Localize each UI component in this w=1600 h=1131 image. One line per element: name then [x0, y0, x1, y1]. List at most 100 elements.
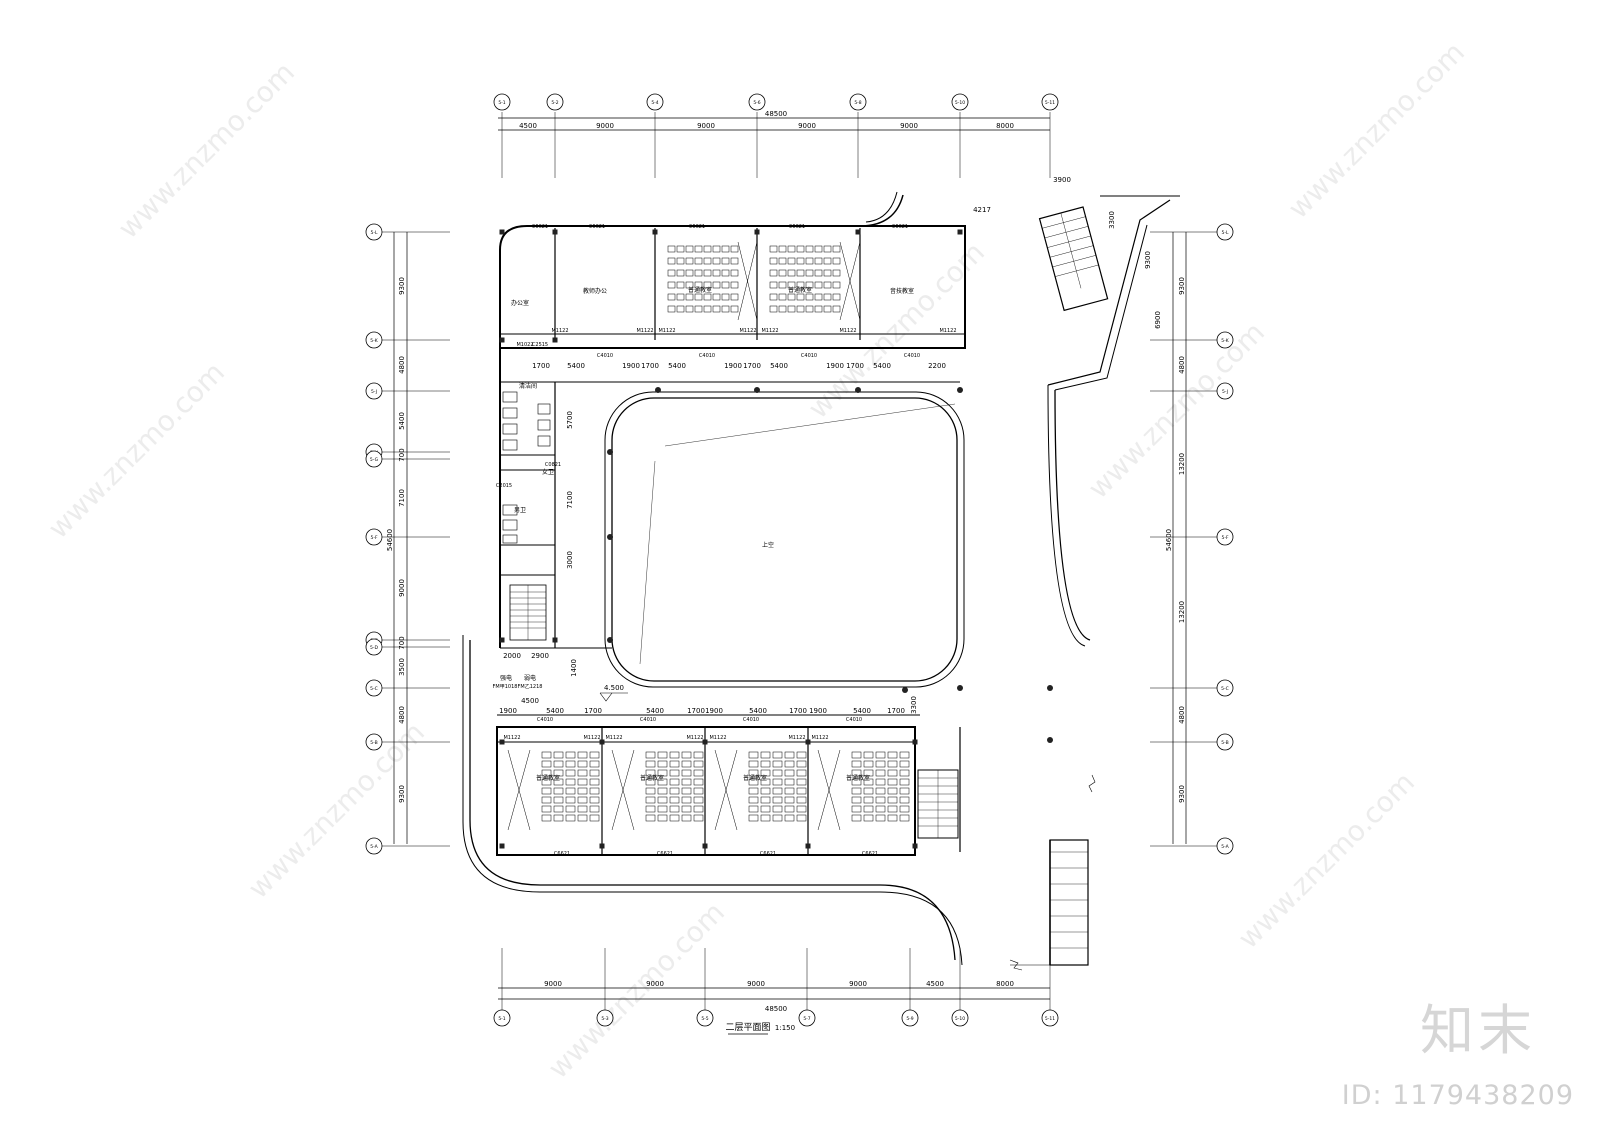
desk — [676, 293, 685, 301]
dimension-text: 1900 — [705, 707, 723, 715]
desk — [541, 760, 552, 768]
tag-door: M1122 — [658, 328, 675, 334]
desk — [796, 257, 805, 265]
desk — [577, 778, 588, 786]
desk — [760, 751, 771, 759]
desk — [541, 751, 552, 759]
desk — [541, 796, 552, 804]
column — [599, 843, 605, 849]
axis-bubble-left: 5-K — [365, 331, 383, 349]
desk — [703, 281, 712, 289]
desk — [589, 778, 600, 786]
dimension-text: 5400 — [853, 707, 871, 715]
desk — [553, 778, 564, 786]
dimension-text: 9000 — [646, 980, 664, 988]
dimension-text: 5400 — [749, 707, 767, 715]
watermark-site: www.znzmo.com — [112, 56, 301, 245]
room-special: 音技教室 — [890, 287, 914, 295]
desk — [721, 281, 730, 289]
total-depth-right: 54600 — [1165, 529, 1173, 551]
svg-text:5-11: 5-11 — [1045, 1016, 1055, 1022]
dimension-text: 9000 — [398, 579, 406, 597]
svg-text:5-C: 5-C — [1221, 686, 1229, 692]
desk — [730, 293, 739, 301]
desk — [887, 787, 898, 795]
svg-text:5-9: 5-9 — [906, 1016, 913, 1022]
dimension-text: 2200 — [928, 362, 946, 370]
desk — [703, 305, 712, 313]
desk — [589, 751, 600, 759]
svg-text:5-10: 5-10 — [955, 100, 965, 106]
desk — [760, 805, 771, 813]
dimension-text: 9000 — [544, 980, 562, 988]
desk — [541, 778, 552, 786]
column-dot — [1047, 737, 1053, 743]
axis-bubble-bottom: 5-3 — [596, 1009, 614, 1027]
column-dot — [1047, 685, 1053, 691]
tag-w2: C2015 — [496, 483, 512, 489]
desk — [796, 245, 805, 253]
dimension-text: 1700 — [641, 362, 659, 370]
column — [552, 637, 558, 643]
desk — [778, 257, 787, 265]
desk — [784, 769, 795, 777]
desk — [887, 805, 898, 813]
desk — [863, 778, 874, 786]
tag-window: C6621 — [760, 851, 776, 857]
desk — [823, 269, 832, 277]
desk — [589, 814, 600, 822]
dimension-text: 4500 — [926, 980, 944, 988]
desk — [748, 751, 759, 759]
dimension-text: 3300 — [910, 696, 918, 714]
desk — [676, 269, 685, 277]
tag-w1: C0821 — [545, 462, 561, 468]
svg-text:5-A: 5-A — [370, 844, 378, 850]
tag-window: C6621 — [892, 224, 908, 230]
desk — [681, 805, 692, 813]
svg-text:5-K: 5-K — [1221, 338, 1229, 344]
axis-bubble-right: 5-K — [1216, 331, 1234, 349]
desk — [669, 805, 680, 813]
dimension-text: 9000 — [900, 122, 918, 130]
watermark-site: www.znzmo.com — [42, 356, 231, 545]
svg-text:5-J: 5-J — [1222, 389, 1228, 395]
dimension-text: 7100 — [398, 489, 406, 507]
desk — [784, 751, 795, 759]
column — [499, 739, 505, 745]
dimension-text: 4800 — [1178, 356, 1186, 374]
desk — [899, 769, 910, 777]
axis-bubble-bottom: 5-10 — [951, 1009, 969, 1027]
desk — [796, 769, 807, 777]
watermark-brand: 知末 — [1420, 999, 1536, 1062]
desk — [748, 796, 759, 804]
desk — [565, 751, 576, 759]
axis-bubble-top: 5-10 — [951, 93, 969, 111]
desk — [875, 778, 886, 786]
title-text: 二层平面图 — [725, 1022, 770, 1033]
svg-text:5-5: 5-5 — [701, 1016, 708, 1022]
desk — [772, 760, 783, 768]
desk — [657, 751, 668, 759]
svg-text:5-J: 5-J — [371, 389, 377, 395]
desk — [730, 269, 739, 277]
dimension-text: 13200 — [1178, 453, 1186, 475]
room-toilet-m: 男卫 — [514, 507, 526, 514]
svg-text:5-2: 5-2 — [551, 100, 558, 106]
axis-bubble-left: 5-J — [365, 382, 383, 400]
desk — [887, 778, 898, 786]
svg-text:5-B: 5-B — [1221, 740, 1228, 746]
svg-text:5-G: 5-G — [370, 457, 379, 463]
dimension-text: 1900 — [499, 707, 517, 715]
tag-corr-window: C4010 — [743, 717, 759, 723]
dimension-text: 4217 — [973, 206, 991, 214]
dimension-text: 9000 — [798, 122, 816, 130]
desk — [645, 814, 656, 822]
tag-door: M1122 — [839, 328, 856, 334]
desk — [805, 305, 814, 313]
desk — [667, 293, 676, 301]
desk — [899, 751, 910, 759]
axis-bubble-top: 5-11 — [1041, 93, 1059, 111]
desk — [899, 805, 910, 813]
watermark-site: www.znzmo.com — [1082, 316, 1271, 505]
desk — [730, 305, 739, 313]
